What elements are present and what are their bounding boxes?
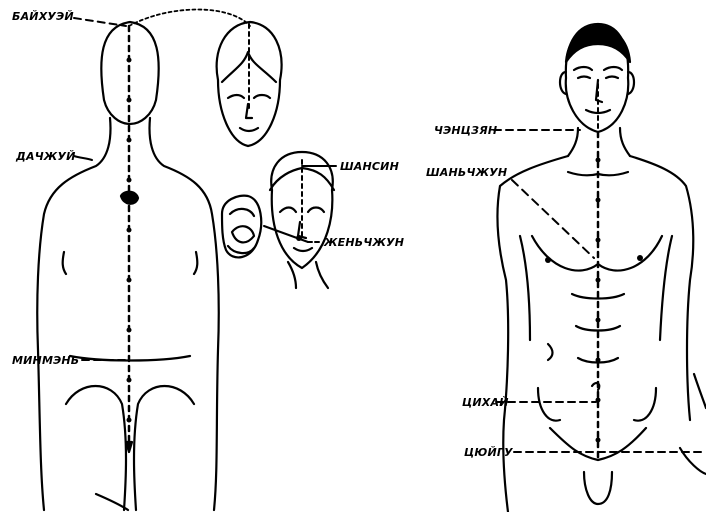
label-renzhong: ЖЕНЬЧЖУН xyxy=(324,236,404,249)
face-front-view xyxy=(270,152,334,288)
open-mouth-view xyxy=(222,196,261,258)
label-minmen: МИНМЭНЬ xyxy=(12,354,79,367)
label-dazhui: ДАЧЖУЙ xyxy=(16,150,76,163)
label-shangxing: ШАНСИН xyxy=(340,160,399,173)
label-qugu: ЦЮЙГУ xyxy=(464,446,513,459)
label-shanzhong: ШАНЬЧЖУН xyxy=(426,166,507,179)
head-top-view xyxy=(217,22,282,146)
label-chengjiang: ЧЭНЦЗЯН xyxy=(434,124,497,137)
front-figure xyxy=(498,24,706,512)
label-qihai: ЦИХАЙ xyxy=(462,396,509,409)
label-baihuei: БАЙХУЭЙ xyxy=(12,10,74,23)
